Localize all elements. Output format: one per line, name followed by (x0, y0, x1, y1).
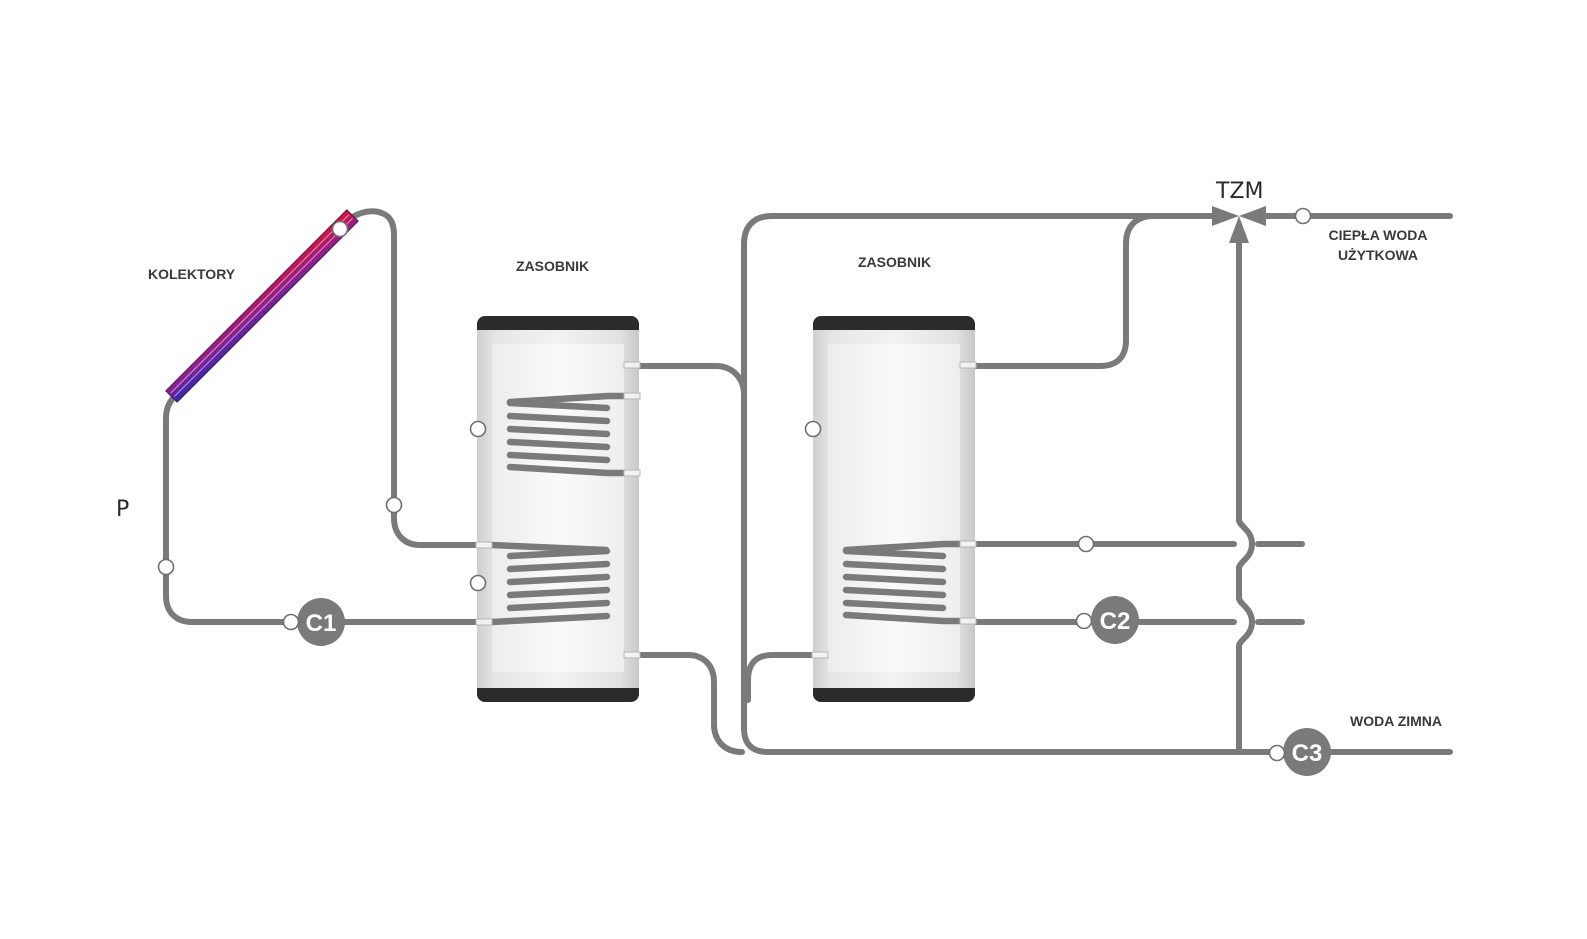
tank2-coil (842, 540, 964, 625)
pipe-collector-supply (163, 387, 483, 625)
sensor-p (157, 558, 175, 576)
sensor-return (385, 496, 403, 514)
pipe-tank2-bottom-in (745, 652, 817, 703)
pipes (163, 208, 1453, 755)
label-tank-1: ZASOBNIK (516, 258, 590, 274)
label-collectors: KOLEKTORY (148, 266, 236, 282)
pipe-tank1-top-out (635, 363, 747, 397)
pump-c2: C2 (1075, 596, 1139, 644)
pipe-main-top (741, 213, 1217, 731)
pipe-collector-return (339, 208, 483, 548)
pump-c3: C3 (1268, 728, 1331, 776)
pipe-tank2-top-out (971, 213, 1157, 369)
pipe-tzm-bypass (1236, 233, 1255, 755)
label-tzm: TZM (1216, 179, 1264, 204)
pump-c1: C1 (282, 598, 345, 646)
label-hot-water-line1: CIEPŁA WODA (1328, 227, 1428, 243)
sensor-tank2 (804, 420, 822, 438)
sensor-hot-water (1294, 207, 1312, 225)
tzm-mixing-valve (1212, 206, 1266, 243)
label-p: P (116, 497, 130, 522)
sensor-tank1-lower (469, 574, 487, 592)
pump-c1-label: C1 (306, 610, 337, 637)
tank-1 (475, 316, 641, 702)
pump-c2-label: C2 (1100, 608, 1131, 635)
pump-c3-label: C3 (1292, 740, 1323, 767)
sensors (157, 207, 1312, 592)
label-hot-water-line2: UŻYTKOWA (1337, 247, 1419, 263)
pipe-tank1-bottom (635, 652, 745, 755)
tank1-lower-coil (488, 541, 611, 626)
sensor-tank1-upper (469, 420, 487, 438)
label-cold-water: WODA ZIMNA (1350, 713, 1443, 729)
label-tank-2: ZASOBNIK (858, 254, 932, 270)
tank1-upper-coil (506, 392, 628, 477)
sensor-tank2-coil (1077, 535, 1095, 553)
solar-collector (165, 209, 359, 403)
label-hot-water: CIEPŁA WODA UŻYTKOWA (1318, 225, 1438, 265)
tank-2 (811, 316, 977, 702)
sensor-collector (331, 220, 349, 238)
